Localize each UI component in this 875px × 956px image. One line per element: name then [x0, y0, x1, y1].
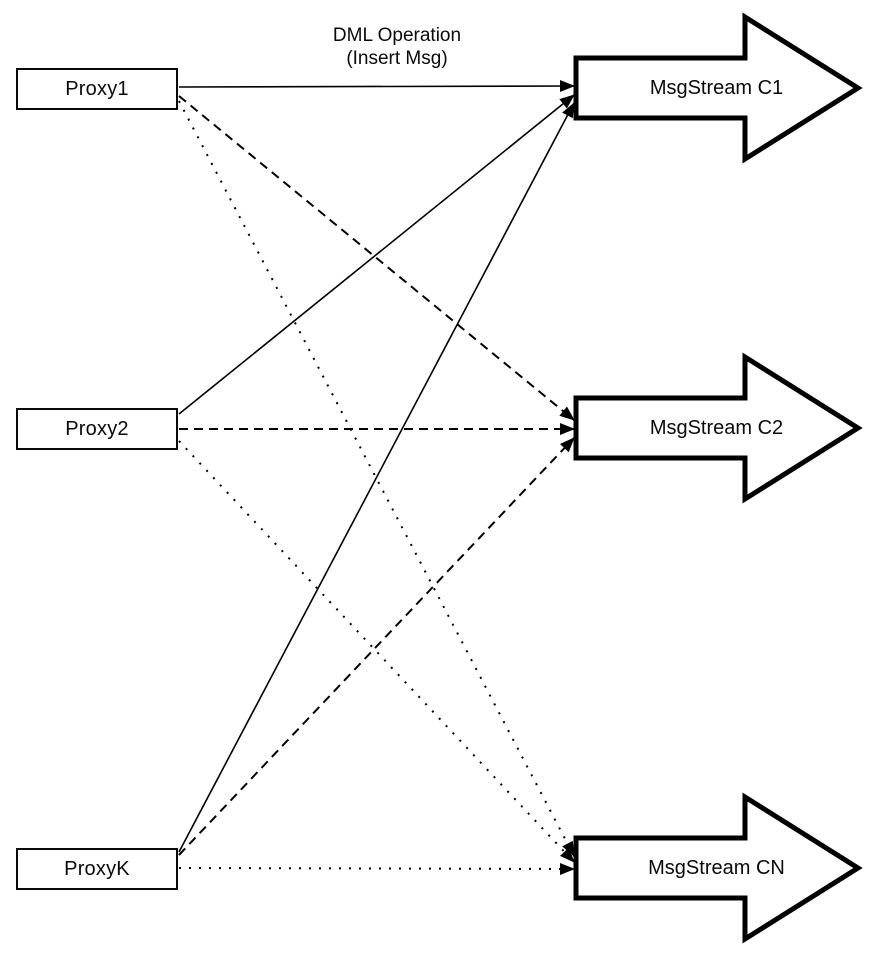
edge-label-dml-operation: DML Operation (Insert Msg) [297, 24, 497, 70]
edge-label-line2: (Insert Msg) [346, 48, 448, 69]
edge-proxy2-to-cn [178, 440, 575, 863]
edge-proxy1-to-c2 [178, 95, 575, 421]
msgstream-c2-arrow [573, 352, 863, 504]
edge-proxyk-to-c2 [178, 437, 575, 856]
edge-proxy1-to-c1 [178, 80, 575, 93]
edge-proxy1-to-cn [178, 100, 575, 857]
proxy1-label: Proxy1 [65, 77, 129, 100]
msgstream-c1-arrow [573, 12, 863, 164]
proxy2-label: Proxy2 [65, 417, 129, 440]
proxy1-node: Proxy1 [16, 68, 178, 110]
edge-proxyk-to-cn [178, 862, 575, 875]
edge-label-line1: DML Operation [332, 25, 462, 46]
msgstream-cn-arrow [573, 792, 863, 944]
proxyk-node: ProxyK [16, 848, 178, 890]
edge-proxy2-to-c1 [178, 94, 575, 415]
proxy2-node: Proxy2 [16, 408, 178, 450]
edge-proxyk-to-c1 [178, 102, 575, 853]
proxyk-label: ProxyK [64, 857, 130, 880]
